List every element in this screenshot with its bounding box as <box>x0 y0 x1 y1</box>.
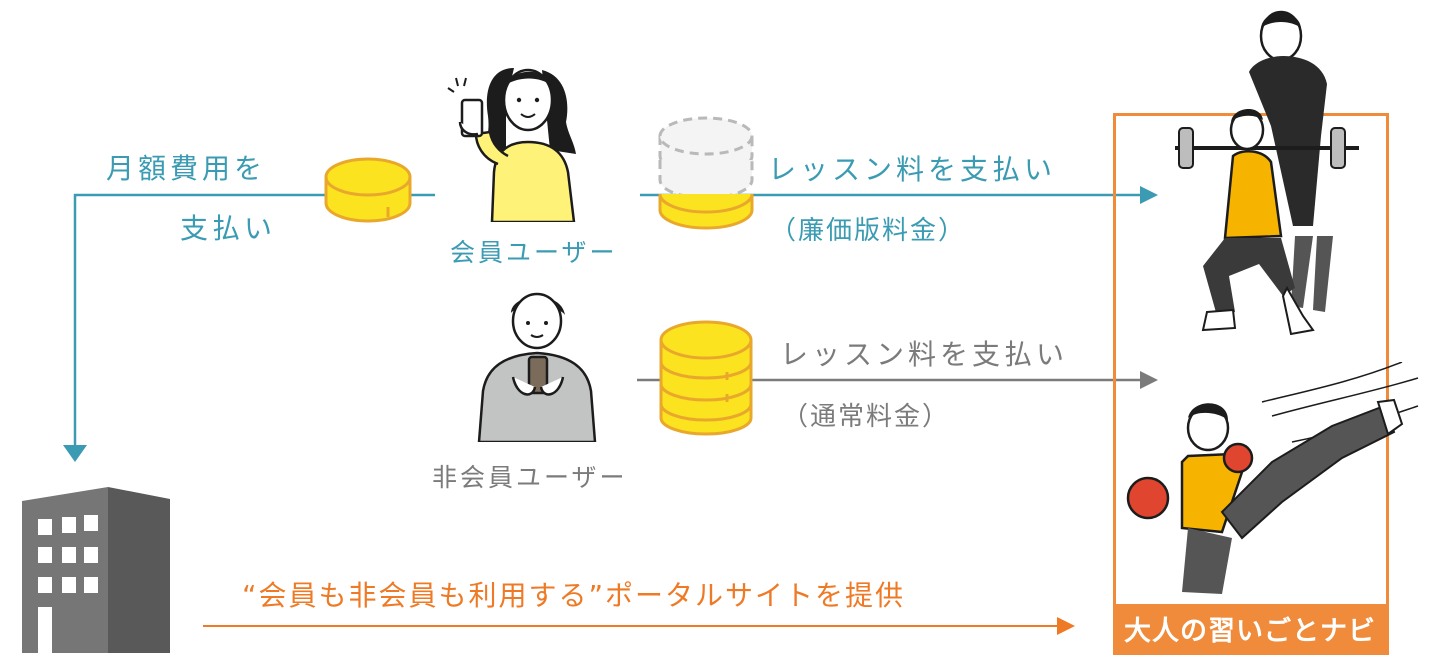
member-user-illustration <box>446 62 596 222</box>
member-payment-label-line1: レッスン料を支払い <box>768 148 1056 188</box>
nonmember-payment-label-line2: （通常料金） <box>782 396 950 433</box>
company-building-icon <box>20 485 172 653</box>
nonmember-user-illustration <box>475 287 600 442</box>
nonmember-payment-label-line1: レッスン料を支払い <box>780 333 1068 373</box>
portal-statement: “会員も非会員も利用する”ポータルサイトを提供 <box>242 574 905 614</box>
kickboxing-illustration <box>1122 362 1422 602</box>
weight-training-illustration <box>1163 6 1373 346</box>
coin-stack-nonmember-icon <box>657 314 755 436</box>
monthly-fee-label-line1: 月額費用を <box>106 147 266 187</box>
nonmember-user-label: 非会員ユーザー <box>432 458 628 494</box>
coin-icon <box>322 155 414 233</box>
monthly-fee-label-line2: 支払い <box>180 207 276 247</box>
brand-logo-bar: 大人の習いごとナビ <box>1113 604 1387 652</box>
member-payment-label-line2: （廉価版料金） <box>770 210 966 247</box>
member-user-label: 会員ユーザー <box>450 233 618 269</box>
coin-stack-member-icon <box>656 112 756 234</box>
